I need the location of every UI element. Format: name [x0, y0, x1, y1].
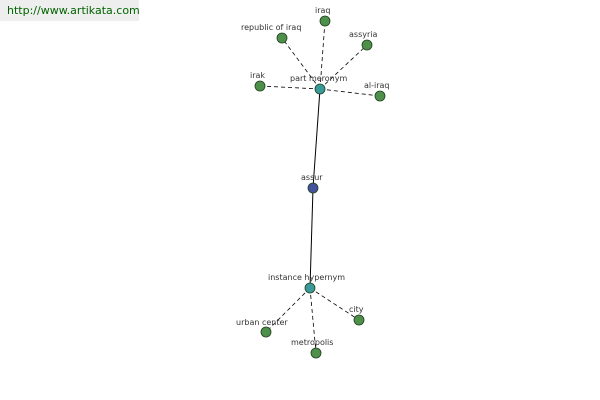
edge-part-meronym-to-assyria [319, 44, 368, 90]
url-banner[interactable]: http://www.artikata.com [0, 0, 140, 21]
edge-part-meronym-to-iraq [319, 20, 326, 90]
node-assur-dot[interactable] [307, 182, 319, 194]
edge-instance-hypernym-to-urban-center [265, 287, 311, 333]
node-city[interactable]: city [349, 305, 365, 326]
node-urban-center-label: urban center [236, 318, 288, 327]
node-metropolis-label: metropolis [291, 338, 333, 347]
edge-instance-hypernym-to-metropolis [309, 287, 317, 354]
edge-instance-hypernym-to-city [309, 287, 360, 321]
node-part-meronym[interactable]: part meronym [290, 74, 347, 95]
node-part-meronym-label: part meronym [290, 74, 347, 83]
node-assur[interactable]: assur [301, 173, 323, 194]
node-instance-hypernym-label: instance hypernym [268, 273, 345, 282]
node-irak[interactable]: irak [250, 71, 266, 92]
node-instance-hypernym-dot[interactable] [304, 282, 316, 294]
node-assyria[interactable]: assyria [349, 30, 377, 51]
edge-part-meronym-to-al-iraq [319, 88, 381, 97]
node-city-dot[interactable] [353, 314, 365, 326]
node-iraq-label: iraq [315, 6, 331, 15]
node-al-iraq[interactable]: al-iraq [364, 81, 390, 102]
node-instance-hypernym[interactable]: instance hypernym [268, 273, 345, 294]
node-city-label: city [349, 305, 364, 314]
node-republic-of-iraq-label: republic of iraq [241, 23, 301, 32]
edge-assur-to-instance-hypernym [309, 187, 314, 289]
node-assyria-dot[interactable] [361, 39, 373, 51]
edge-assur-to-part-meronym [312, 88, 321, 189]
node-assyria-label: assyria [349, 30, 377, 39]
node-irak-label: irak [250, 71, 265, 80]
node-part-meronym-dot[interactable] [314, 83, 326, 95]
node-urban-center-dot[interactable] [260, 326, 272, 338]
edge-part-meronym-to-republic-of-iraq [281, 37, 321, 90]
node-assur-label: assur [301, 173, 323, 182]
node-iraq-dot[interactable] [319, 15, 331, 27]
nodes-layer: assur part meronym instance hypernym iraq re… [236, 6, 390, 359]
node-al-iraq-dot[interactable] [374, 90, 386, 102]
edge-part-meronym-to-irak [259, 85, 321, 90]
node-metropolis-dot[interactable] [310, 347, 322, 359]
node-irak-dot[interactable] [254, 80, 266, 92]
node-republic-of-iraq-dot[interactable] [276, 32, 288, 44]
edges-layer [259, 20, 381, 354]
node-urban-center[interactable]: urban center [236, 318, 288, 338]
node-al-iraq-label: al-iraq [364, 81, 390, 90]
node-iraq[interactable]: iraq [315, 6, 331, 27]
node-republic-of-iraq[interactable]: republic of iraq [241, 23, 301, 44]
node-metropolis[interactable]: metropolis [291, 338, 333, 359]
